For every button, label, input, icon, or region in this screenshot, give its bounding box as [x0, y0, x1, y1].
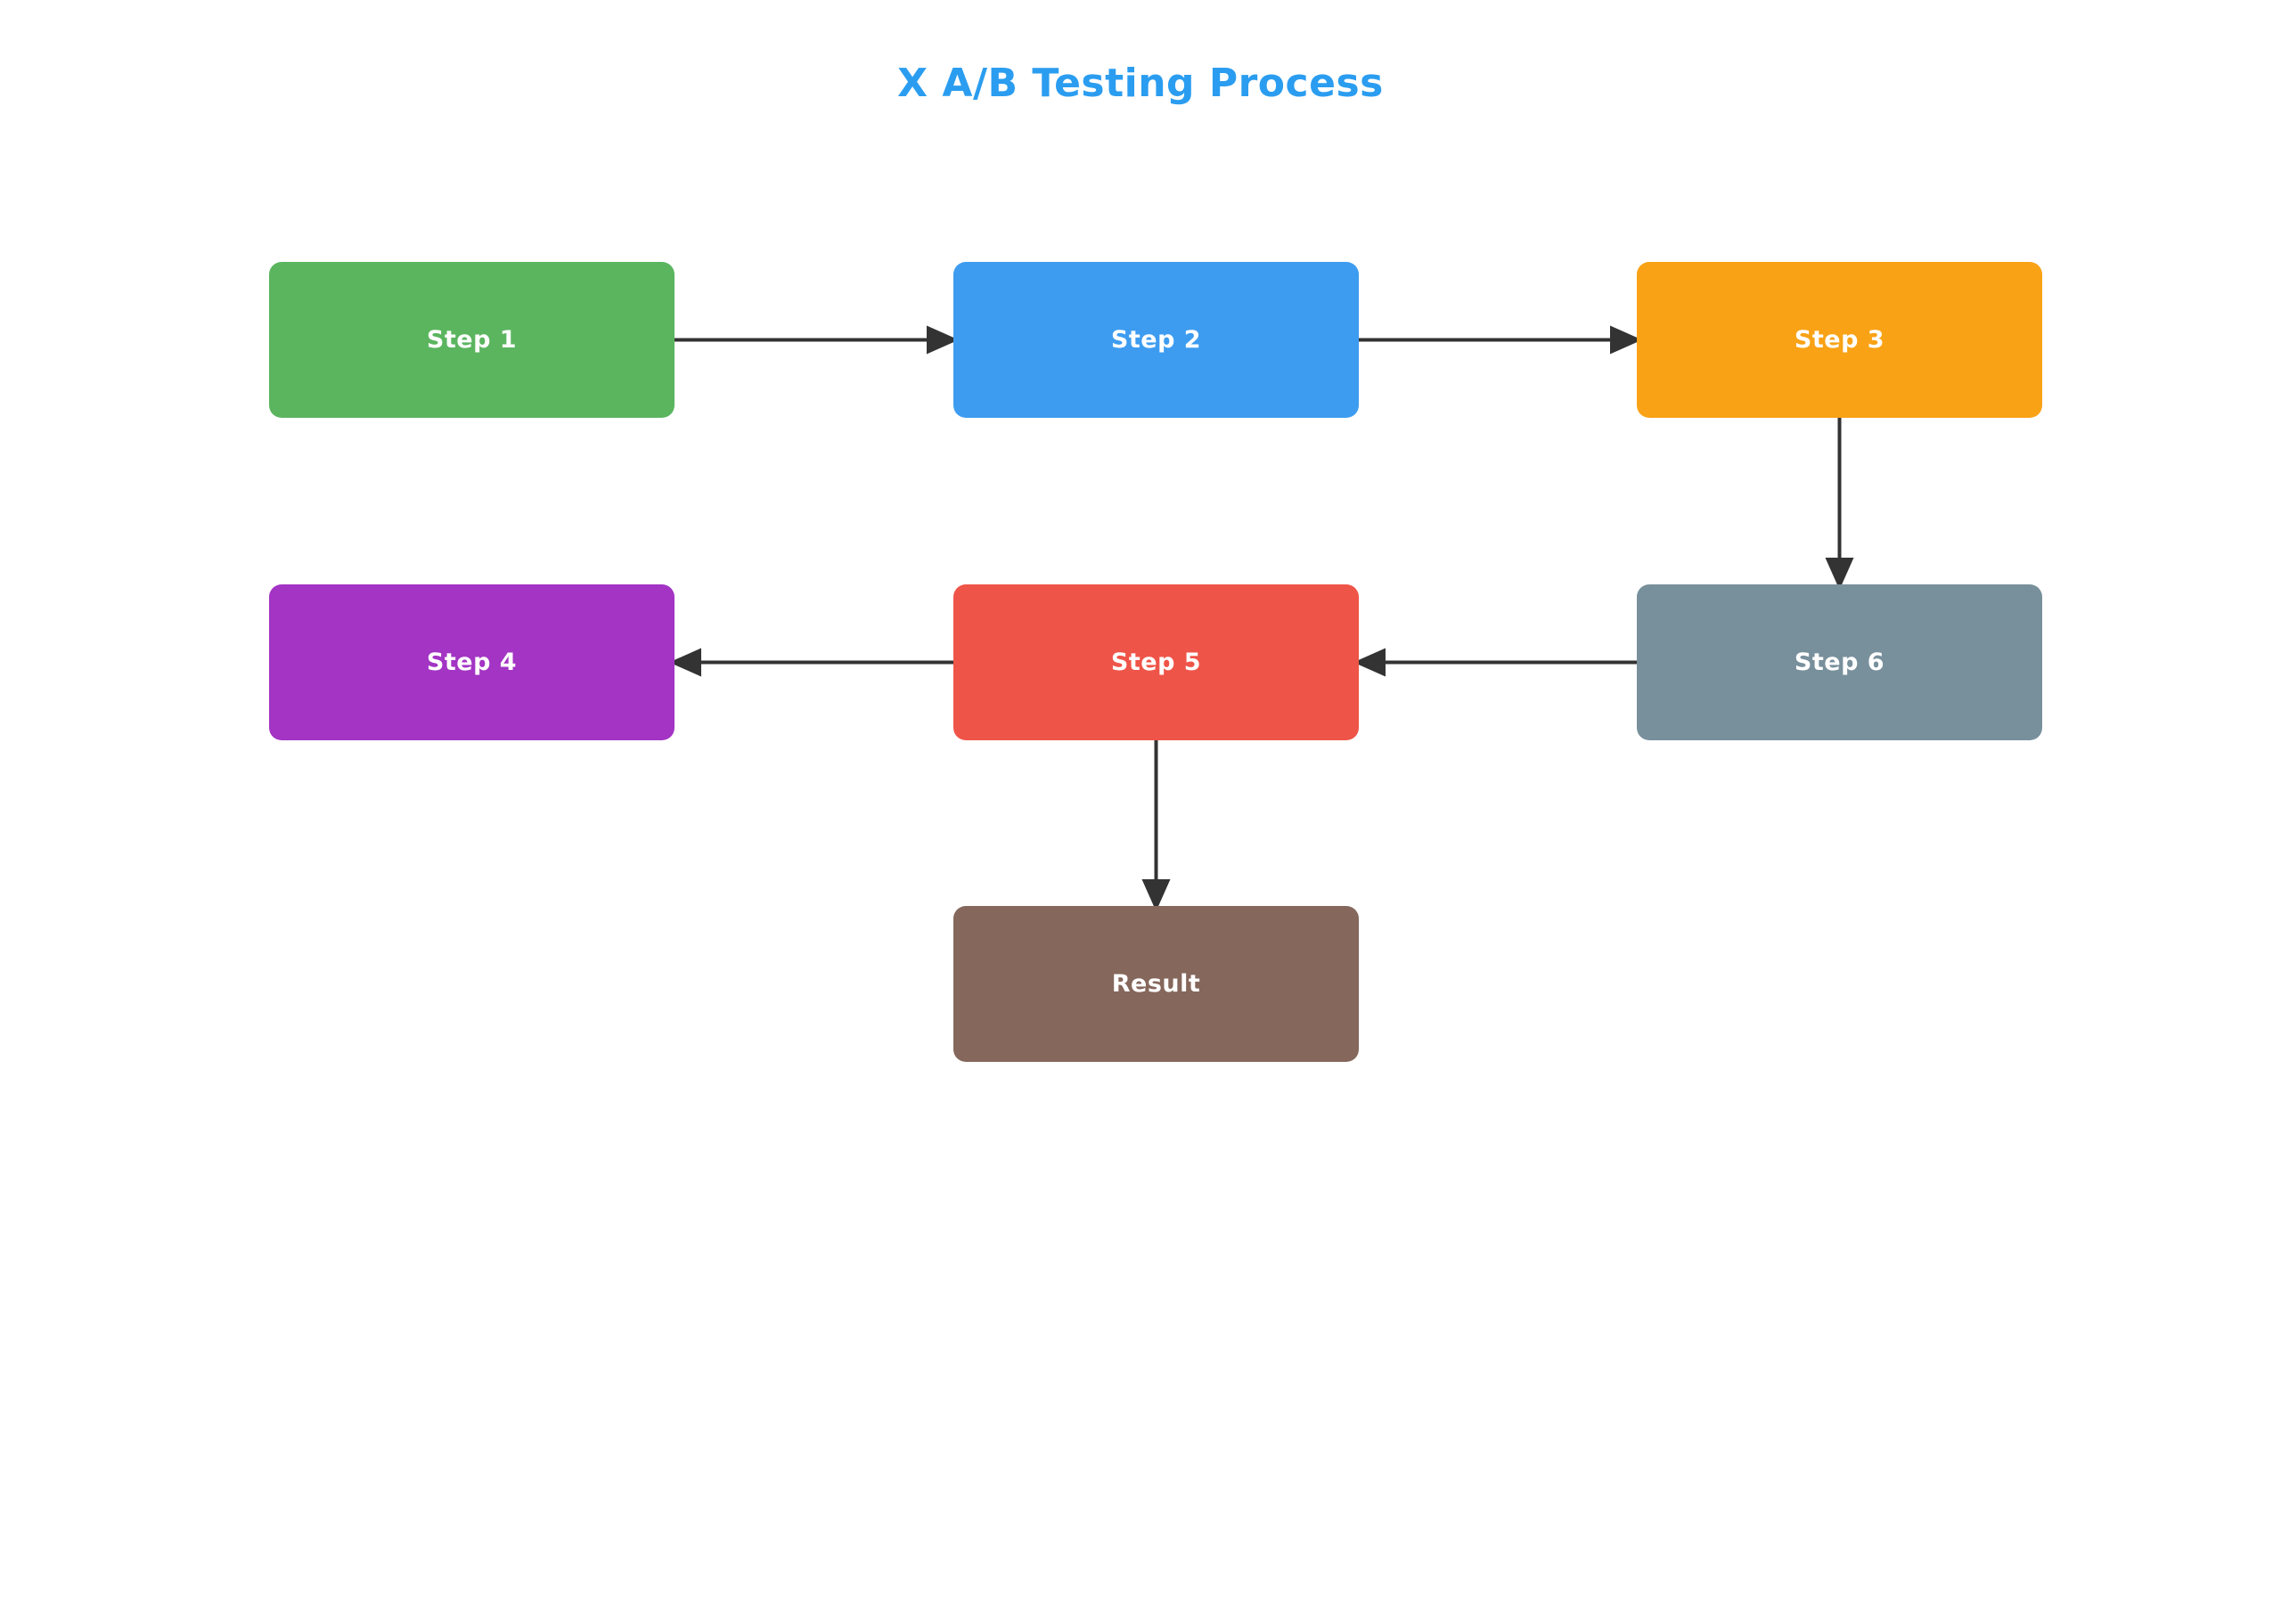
- node-result: Result: [953, 906, 1359, 1062]
- node-label-step1: Step 1: [426, 326, 518, 354]
- node-step5: Step 5: [953, 584, 1359, 740]
- node-step2: Step 2: [953, 262, 1359, 418]
- diagram-title: X A/B Testing Process: [897, 61, 1384, 106]
- node-label-step4: Step 4: [426, 649, 518, 676]
- node-step3: Step 3: [1637, 262, 2042, 418]
- node-label-step5: Step 5: [1110, 649, 1202, 676]
- node-label-step2: Step 2: [1110, 326, 1202, 354]
- node-step1: Step 1: [269, 262, 674, 418]
- node-label-step6: Step 6: [1794, 649, 1885, 676]
- node-label-result: Result: [1111, 970, 1201, 998]
- node-step4: Step 4: [269, 584, 674, 740]
- node-step6: Step 6: [1637, 584, 2042, 740]
- node-label-step3: Step 3: [1794, 326, 1885, 354]
